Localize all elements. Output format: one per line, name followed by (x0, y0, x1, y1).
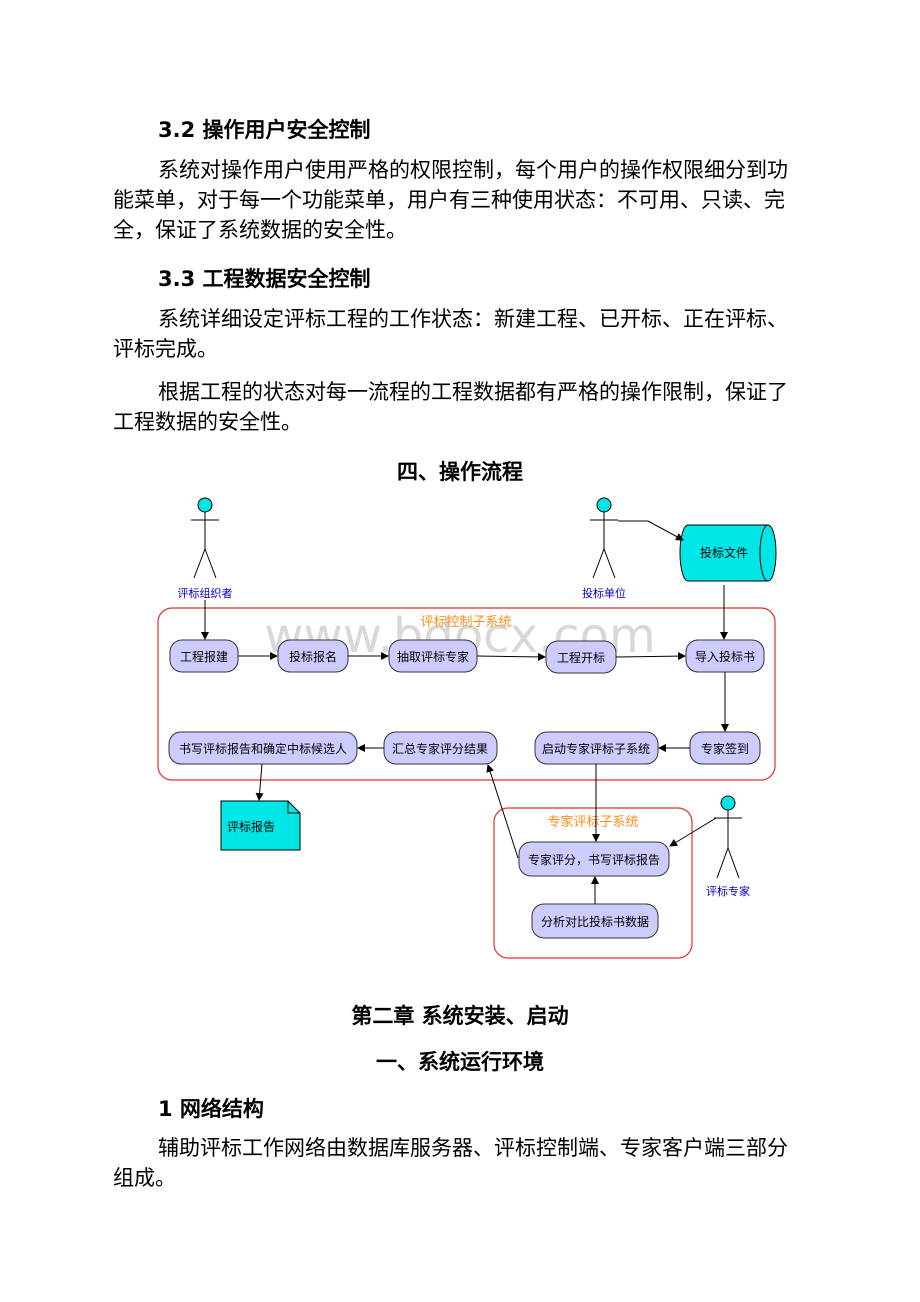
paragraph: 根据工程的状态对每一流程的工程数据都有严格的操作限制，保证了工程数据的安全性。 (113, 380, 788, 434)
node-write-report: 书写评标报告和确定中标候选人 (168, 731, 358, 765)
actor-bidder (590, 497, 618, 579)
section-body-3-2: 系统对操作用户使用严格的权限控制，每个用户的操作权限细分到功能菜单，对于每一个功… (113, 155, 805, 245)
node-expert-score: 专家评分，书写评标报告 (518, 841, 670, 877)
svg-text:专家评分，书写评标报告: 专家评分，书写评标报告 (528, 852, 660, 867)
node-draw-experts: 抽取评标专家 (388, 639, 478, 673)
paragraph: 辅助评标工作网络由数据库服务器、评标控制端、专家客户端三部分组成。 (113, 1136, 788, 1190)
svg-text:汇总专家评分结果: 汇总专家评分结果 (392, 741, 488, 756)
chapter-title-flow: 四、操作流程 (397, 460, 523, 484)
actor-expert (714, 795, 742, 879)
control-subsystem-frame (157, 607, 776, 781)
node-expert-signin: 专家签到 (689, 731, 761, 765)
node-analyze-compare: 分析对比投标书数据 (531, 903, 659, 939)
node-import-bids: 导入投标书 (685, 639, 765, 673)
section-body-3-3b: 根据工程的状态对每一流程的工程数据都有严格的操作限制，保证了工程数据的安全性。 (113, 377, 805, 437)
svg-text:分析对比投标书数据: 分析对比投标书数据 (541, 914, 649, 929)
section-heading-3-2: 3.2 操作用户安全控制 (158, 118, 371, 142)
bid-file-label: 投标文件 (700, 545, 748, 560)
expert-subsystem-label: 专家评标子系统 (547, 814, 638, 830)
section-body-3-3: 系统详细设定评标工程的工作状态：新建工程、已开标、正在评标、评标完成。 (113, 304, 805, 364)
section-heading-3-3: 3.3 工程数据安全控制 (158, 267, 371, 291)
control-subsystem-label: 评标控制子系统 (420, 615, 511, 630)
svg-text:投标报名: 投标报名 (289, 649, 337, 664)
node-bid-register: 投标报名 (277, 639, 349, 673)
actor-organizer-label: 评标组织者 (178, 586, 233, 600)
actor-organizer (191, 497, 219, 579)
chapter-title-install: 第二章 系统安装、启动 (351, 1004, 569, 1028)
section-title-environment: 一、系统运行环境 (376, 1050, 544, 1074)
paragraph: 系统对操作用户使用严格的权限控制，每个用户的操作权限细分到功能菜单，对于每一个功… (113, 158, 788, 242)
node-summarize-scores: 汇总专家评分结果 (383, 731, 498, 765)
svg-text:启动专家评标子系统: 启动专家评标子系统 (542, 741, 650, 756)
svg-text:抽取评标专家: 抽取评标专家 (397, 649, 469, 664)
svg-text:工程报建: 工程报建 (180, 649, 228, 664)
section-heading-network: 1 网络结构 (158, 1097, 264, 1121)
node-start-expert-system: 启动专家评标子系统 (534, 731, 659, 765)
flow-diagram: www.bdocx.com 评标控制子系统 专家评标子系统 评标组织者 投标单位… (157, 497, 777, 959)
flow-arrows (201, 520, 729, 904)
section-body-network: 辅助评标工作网络由数据库服务器、评标控制端、专家客户端三部分组成。 (113, 1133, 805, 1193)
report-document (220, 800, 301, 851)
actor-expert-label: 评标专家 (706, 884, 750, 898)
svg-text:工程开标: 工程开标 (557, 650, 605, 665)
svg-text:导入投标书: 导入投标书 (695, 649, 755, 664)
svg-text:专家签到: 专家签到 (701, 741, 749, 756)
svg-text:书写评标报告和确定中标候选人: 书写评标报告和确定中标候选人 (179, 741, 347, 756)
actor-bidder-label: 投标单位 (582, 586, 626, 600)
node-open-bid: 工程开标 (545, 640, 617, 674)
node-project-create: 工程报建 (169, 639, 239, 673)
paragraph: 系统详细设定评标工程的工作状态：新建工程、已开标、正在评标、评标完成。 (113, 307, 788, 361)
report-label: 评标报告 (227, 819, 275, 834)
expert-subsystem-frame (493, 807, 693, 959)
